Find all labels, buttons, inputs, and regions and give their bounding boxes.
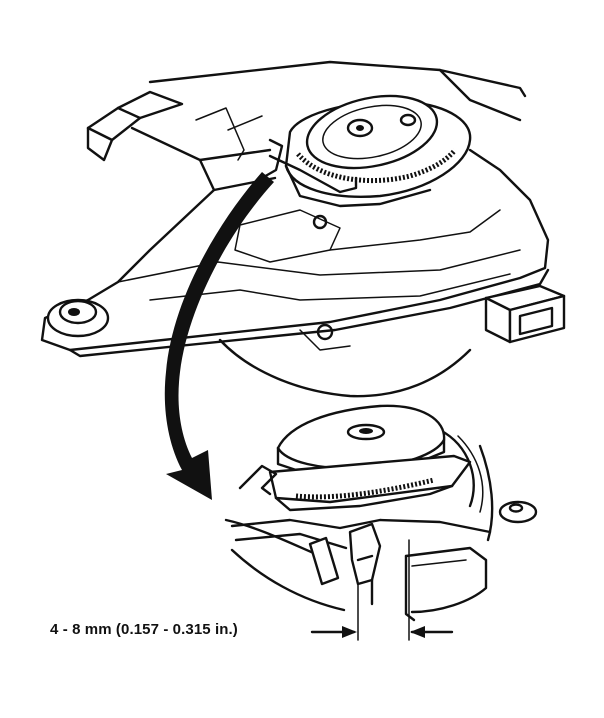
motor-disc bbox=[284, 94, 472, 208]
clearance-dimension bbox=[310, 539, 454, 641]
connector-block bbox=[484, 284, 566, 344]
detail-arrow bbox=[164, 172, 274, 500]
lower-housing bbox=[218, 338, 472, 398]
adjustment-tab bbox=[308, 522, 382, 586]
washer bbox=[498, 500, 538, 524]
bracket-hook bbox=[238, 464, 278, 496]
motor-bracket-assembly bbox=[40, 60, 566, 398]
clearance-measurement-label: 4 - 8 mm (0.157 - 0.315 in.) bbox=[50, 621, 238, 638]
detail-view bbox=[224, 404, 538, 641]
terminal-tab bbox=[86, 90, 184, 162]
clip-arm bbox=[260, 138, 358, 194]
mounting-boss bbox=[46, 298, 110, 338]
mounting-plate bbox=[40, 126, 550, 352]
watermark-mark bbox=[195, 107, 263, 161]
rear-housing bbox=[148, 60, 527, 98]
